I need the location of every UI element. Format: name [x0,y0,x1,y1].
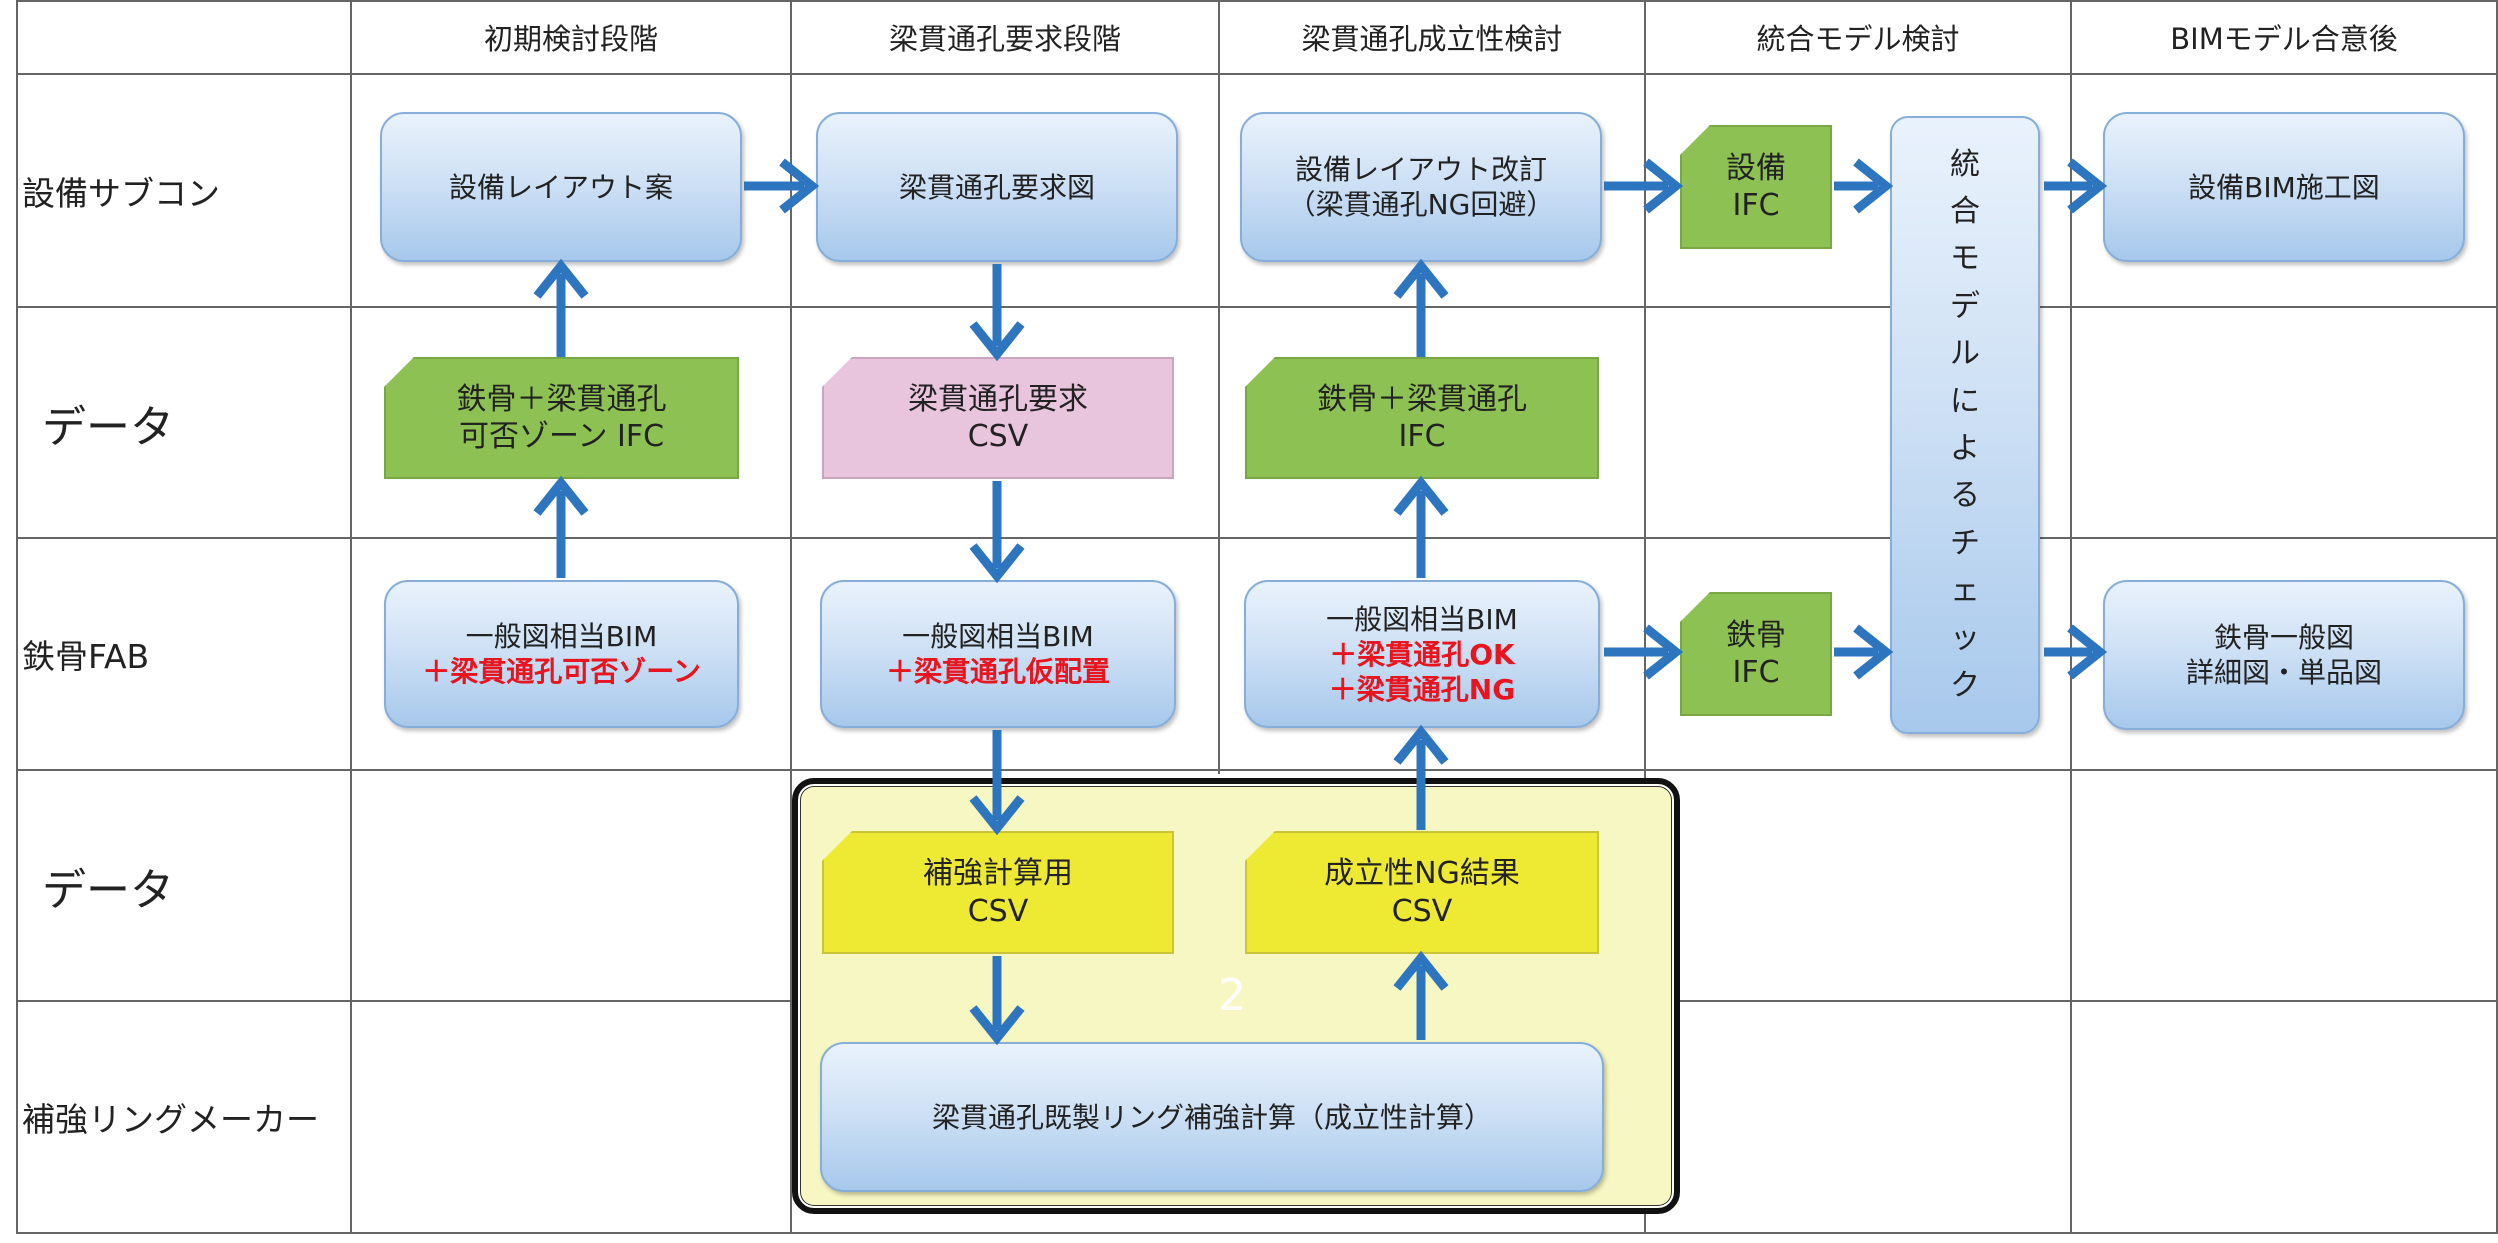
check-char: ル [1950,336,1980,372]
check-char: ッ [1950,620,1980,656]
box-text: CSV [967,419,1029,454]
feasibility-ng-csv-box: 成立性NG結果 CSV [1245,831,1599,954]
check-char: る [1950,478,1980,514]
ring-reinforcement-calc-box: 梁貫通孔既製リング補強計算（成立性計算） [820,1042,1604,1192]
layout-revision-box: 設備レイアウト改訂 （梁貫通孔NG回避） [1240,112,1602,262]
slide-number: 2 [1218,970,1246,1021]
row-label-equipment-subcon: 設備サブコン [22,173,220,213]
general-bim-temp-placement-box: 一般図相当BIM ＋梁貫通孔仮配置 [820,580,1176,728]
box-text: （梁貫通孔NG回避） [1287,188,1555,221]
box-text: 設備レイアウト改訂 [1294,153,1547,186]
box-text: 設備 [1726,150,1786,186]
check-char: よ [1950,431,1980,466]
equipment-ifc-box: 設備 IFC [1680,125,1832,249]
box-text: 鉄骨一般図 [2213,621,2354,654]
check-char: ェ [1950,573,1980,609]
steel-ifc-box: 鉄骨 IFC [1680,592,1832,716]
box-text: 一般図相当BIM [465,620,658,653]
check-char: 統 [1950,146,1980,182]
box-text: 一般図相当BIM [902,620,1094,653]
box-text-red: ＋梁貫通孔可否ゾーン [422,655,701,688]
box-text: CSV [1391,893,1453,929]
integrated-model-check-box: 統合モデルによるチェック [1890,116,2040,734]
check-char: モ [1950,241,1980,277]
box-text: 補強計算用 [923,856,1073,891]
check-char: ク [1950,667,1980,703]
box-text: 一般図相当BIM [1326,602,1518,636]
header-hole-request: 梁貫通孔要求段階 [888,22,1121,56]
equipment-layout-draft-box: 設備レイアウト案 [380,112,742,262]
box-text: 設備レイアウト案 [448,170,673,204]
box-text-red: ＋梁貫通孔OK [1329,637,1515,671]
steel-hole-zone-ifc-box: 鉄骨＋梁貫通孔 可否ゾーン IFC [384,357,739,479]
box-text: 梁貫通孔要求図 [898,170,1095,204]
box-text: IFC [1398,419,1446,454]
box-text: CSV [967,893,1029,929]
steel-hole-ifc-box: 鉄骨＋梁貫通孔 IFC [1245,357,1599,479]
box-text: 梁貫通孔要求 [908,381,1088,417]
reinforcement-calc-csv-box: 補強計算用 CSV [822,831,1174,954]
hole-request-csv-box: 梁貫通孔要求 CSV [822,357,1174,479]
header-integrated-model: 統合モデル検討 [1756,22,1960,56]
check-char: 合 [1950,194,1980,230]
header-initial-study: 初期検討段階 [483,22,658,56]
row-label-data-1: データ [42,401,174,453]
check-char: デ [1950,288,1980,324]
box-text: 可否ゾーン IFC [458,419,665,454]
header-feasibility-study: 梁貫通孔成立性検討 [1301,22,1563,56]
check-char: チ [1950,525,1980,561]
box-text: 設備BIM施工図 [2188,170,2380,204]
box-text: 梁貫通孔既製リング補強計算（成立性計算） [931,1100,1492,1134]
box-text: 鉄骨＋梁貫通孔 [456,381,667,417]
row-label-steel-fab: 鉄骨FAB [22,637,150,676]
row-label-ring-maker: 補強リングメーカー [22,1100,319,1139]
box-text-red: ＋梁貫通孔NG [1328,672,1516,706]
box-text: 鉄骨＋梁貫通孔 [1317,381,1527,417]
check-char: に [1950,383,1980,419]
box-text: IFC [1732,655,1780,690]
box-text: 鉄骨 [1726,617,1786,653]
hole-request-drawing-box: 梁貫通孔要求図 [816,112,1178,262]
steel-drawings-box: 鉄骨一般図 詳細図・単品図 [2103,580,2465,730]
general-bim-ok-ng-box: 一般図相当BIM ＋梁貫通孔OK ＋梁貫通孔NG [1244,580,1600,728]
header-after-agreement: BIMモデル合意後 [2170,22,2398,56]
box-text-red: ＋梁貫通孔仮配置 [885,655,1110,688]
general-bim-zone-box: 一般図相当BIM ＋梁貫通孔可否ゾーン [384,580,739,728]
box-text: 詳細図・単品図 [2185,656,2382,689]
box-text: IFC [1732,188,1780,223]
box-text: 成立性NG結果 [1324,856,1520,891]
equipment-bim-drawing-box: 設備BIM施工図 [2103,112,2465,262]
row-label-data-2: データ [42,864,174,916]
